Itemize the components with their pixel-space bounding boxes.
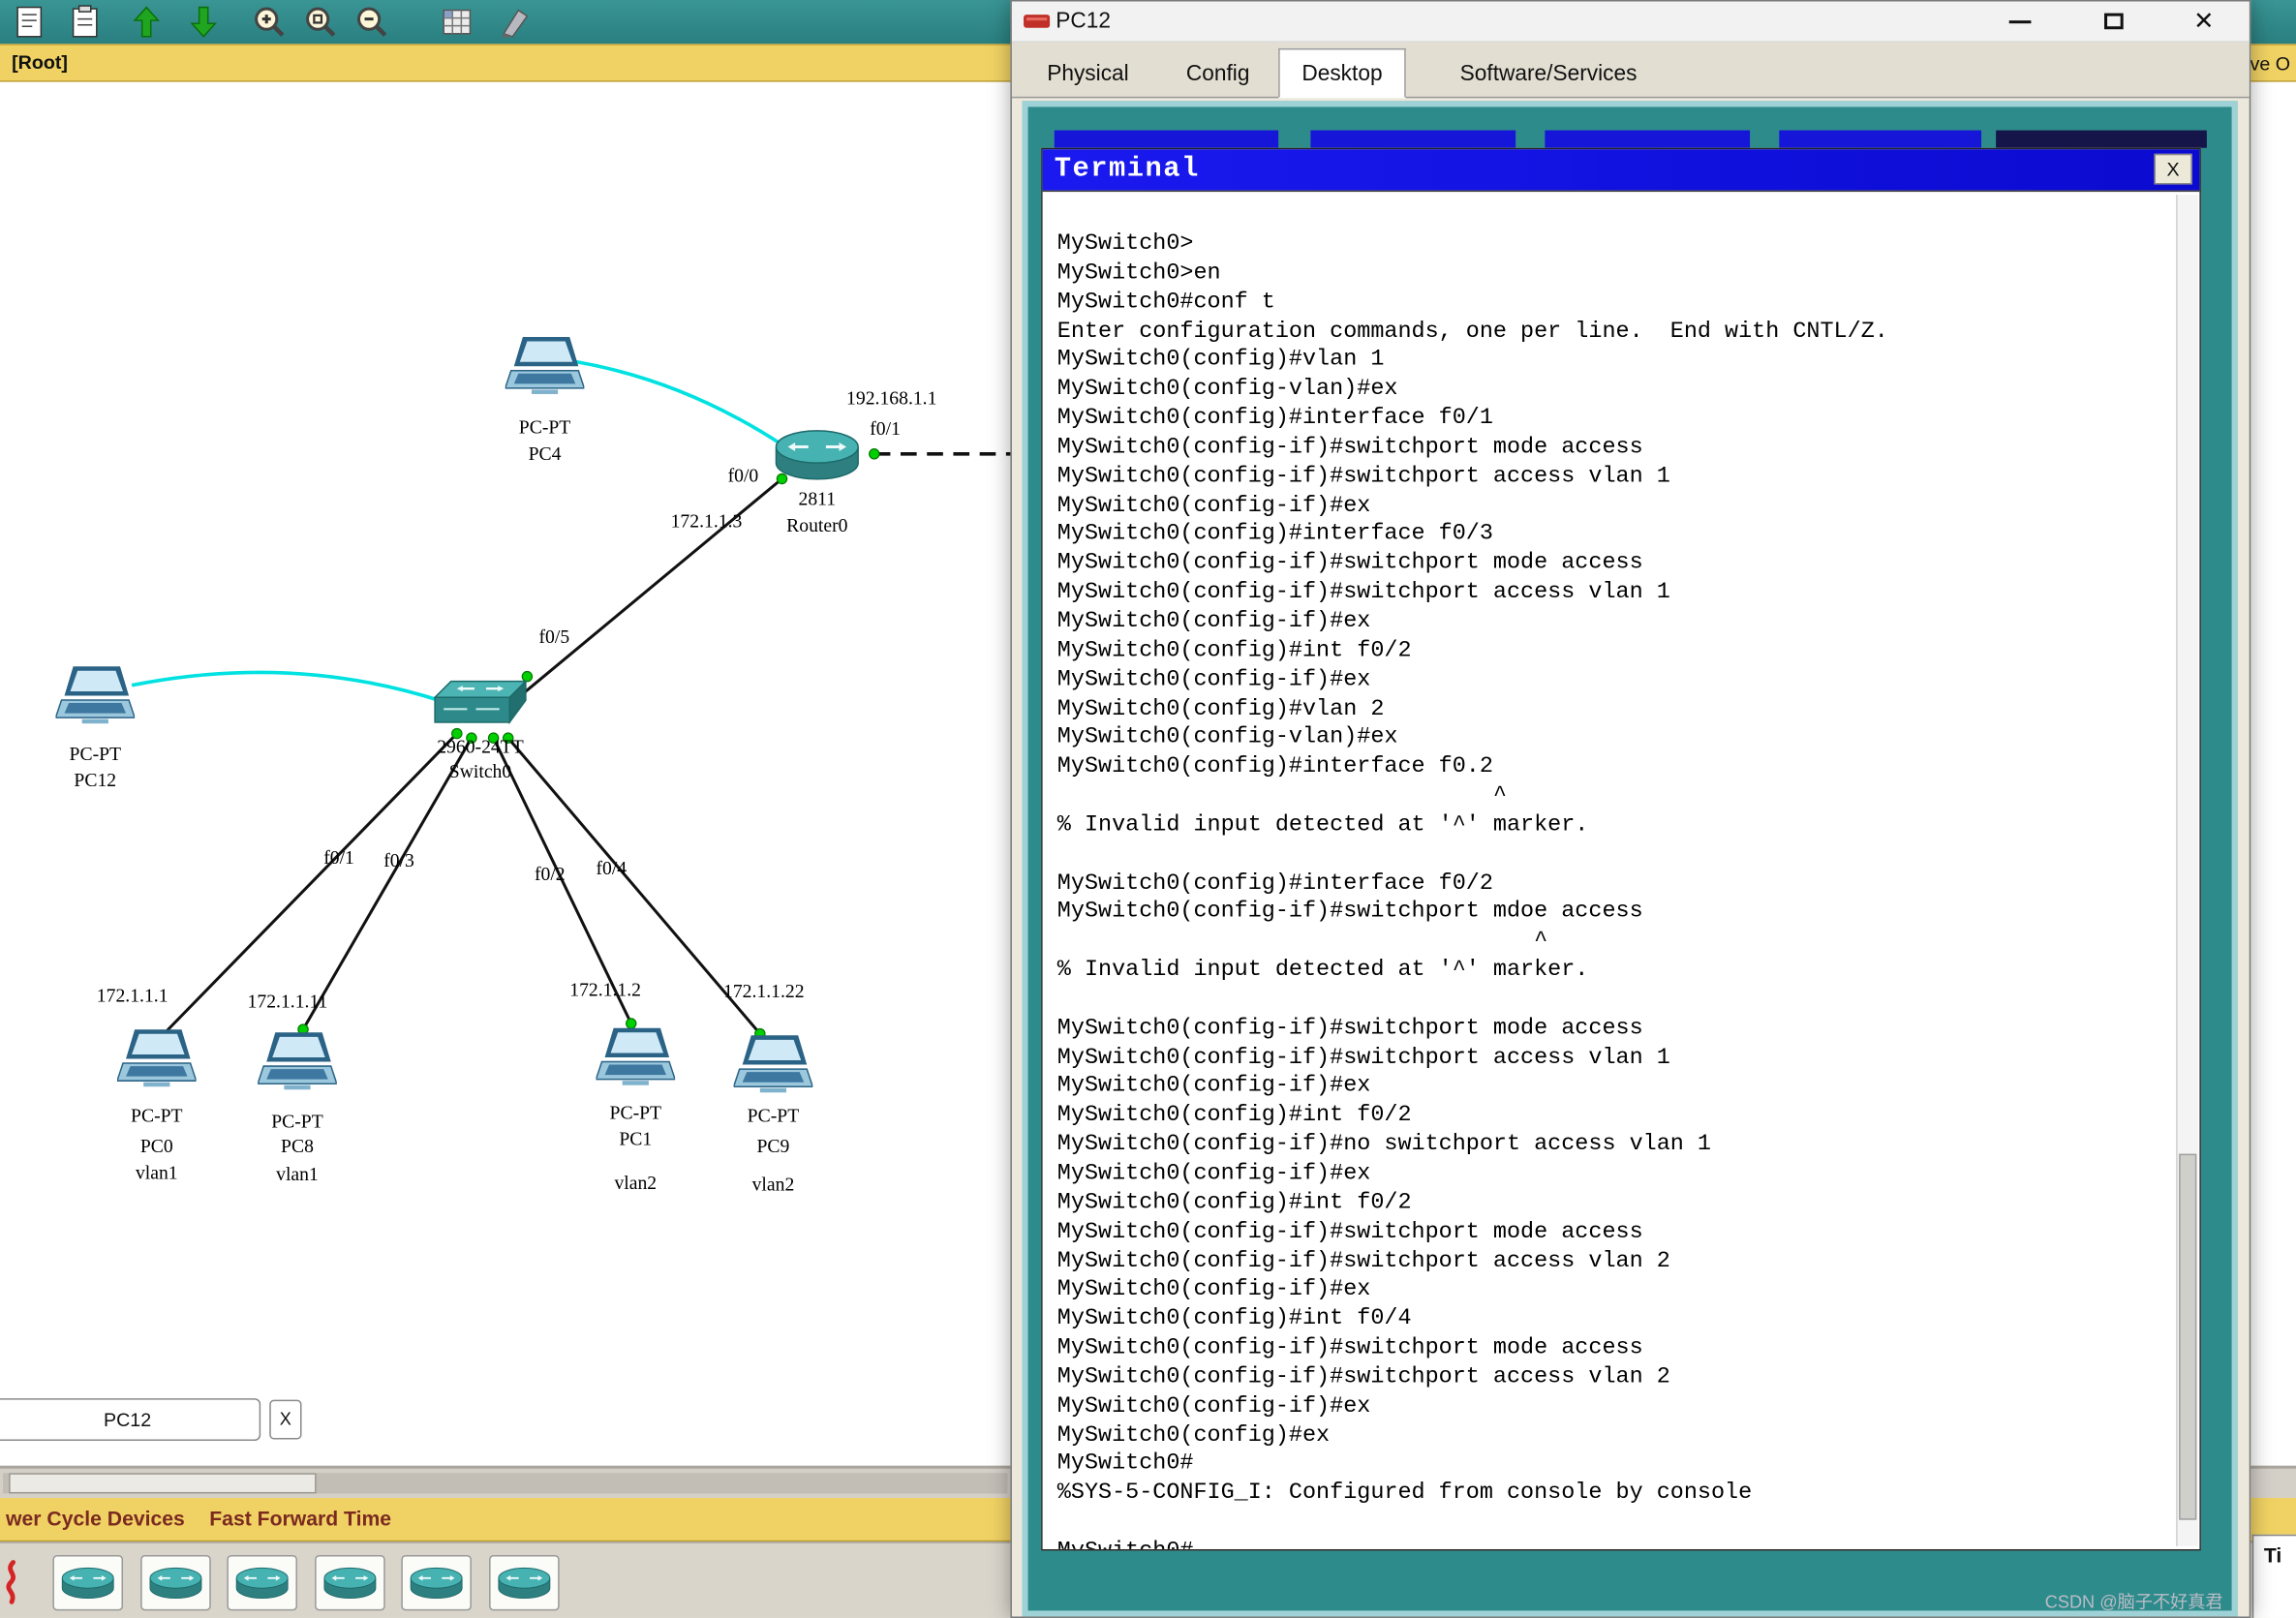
terminal-scrollbar[interactable] <box>2176 195 2198 1546</box>
device-label: PC-PT <box>609 1101 662 1123</box>
yellow-bar-right-text: ve O <box>2250 52 2291 76</box>
terminal-titlebar[interactable]: Terminal X <box>1042 149 2200 191</box>
desktop-app-stub <box>1054 130 1279 148</box>
device-label: PC-PT <box>69 742 122 765</box>
device-label: vlan2 <box>614 1171 658 1194</box>
window-title: PC12 <box>1056 9 1112 34</box>
tab-physical[interactable]: Physical <box>1047 61 1129 87</box>
switch-icon <box>433 680 528 732</box>
device-label: PC8 <box>281 1134 314 1157</box>
zoom-in-icon[interactable] <box>249 3 290 41</box>
device-label: vlan2 <box>751 1173 795 1195</box>
tab-bar: Physical Config Desktop Software/Services <box>1011 42 2250 99</box>
device-label: 2960-24TT <box>437 735 524 757</box>
root-label: [Root] <box>12 50 68 74</box>
tab-desktop[interactable]: Desktop <box>1278 47 1406 99</box>
draw-tool-icon[interactable] <box>495 3 536 41</box>
laptop-icon <box>596 1026 676 1091</box>
device-label: vlan1 <box>276 1162 319 1185</box>
flame-icon <box>0 1558 26 1607</box>
clipboard-icon[interactable] <box>65 3 106 41</box>
corner-panel-text: Ti <box>2263 1542 2282 1568</box>
device-label: vlan1 <box>135 1161 178 1183</box>
palette-router-icon[interactable] <box>488 1554 559 1611</box>
device-label: PC-PT <box>518 415 571 439</box>
device-label: PC9 <box>756 1134 790 1157</box>
tab-software-services[interactable]: Software/Services <box>1459 61 1638 87</box>
device-label: Switch0 <box>448 759 512 782</box>
green-arrow-up-icon[interactable] <box>126 3 167 41</box>
maximize-button[interactable] <box>2081 2 2146 42</box>
terminal-text: MySwitch0> MySwitch0>en MySwitch0#conf t… <box>1056 229 1888 1548</box>
device-label: Router0 <box>786 513 848 536</box>
terminal-output[interactable]: MySwitch0> MySwitch0>en MySwitch0#conf t… <box>1042 190 2200 1549</box>
desktop-app-stub <box>1545 130 1751 148</box>
device-window-icon <box>1024 12 1051 31</box>
minimized-window-close-button[interactable]: X <box>269 1399 302 1440</box>
green-arrow-down-icon[interactable] <box>183 3 224 41</box>
palette-router-icon[interactable] <box>227 1554 297 1611</box>
palette-router-icon[interactable] <box>52 1554 124 1611</box>
palette-router-icon[interactable] <box>401 1554 472 1611</box>
terminal-title: Terminal <box>1054 152 1200 185</box>
scrollbar-thumb[interactable] <box>9 1473 317 1494</box>
device-label: PC-PT <box>131 1104 183 1126</box>
laptop-icon <box>55 665 136 730</box>
laptop-icon <box>505 335 585 400</box>
watermark-text: CSDN @脑子不好真君 <box>2044 1591 2223 1612</box>
minimized-window-title[interactable]: PC12 <box>0 1398 261 1442</box>
grid-palette-icon[interactable] <box>437 3 477 41</box>
device-label: PC12 <box>74 768 117 791</box>
document-icon[interactable] <box>9 3 49 41</box>
pc12-window: PC12 ✕ Physical Config Desktop Software/Ser… <box>1010 0 2251 1618</box>
terminal-close-button[interactable]: X <box>2154 153 2192 185</box>
device-label: PC1 <box>619 1127 653 1150</box>
zoom-out-icon[interactable] <box>352 3 392 41</box>
terminal-window: Terminal X MySwitch0> MySwitch0>en MySwi… <box>1041 147 2201 1551</box>
device-label: 2811 <box>798 487 837 510</box>
fast-forward-time-button[interactable]: Fast Forward Time <box>209 1507 392 1531</box>
device-label: PC-PT <box>271 1110 323 1132</box>
power-cycle-devices-button[interactable]: wer Cycle Devices <box>6 1507 185 1531</box>
laptop-icon <box>258 1031 337 1096</box>
corner-panel: Ti <box>2251 1534 2296 1618</box>
laptop-icon <box>116 1028 197 1093</box>
terminal-scrollbar-thumb[interactable] <box>2179 1154 2197 1519</box>
desktop-content: Terminal X MySwitch0> MySwitch0>en MySwi… <box>1022 101 2238 1617</box>
desktop-app-stub <box>1996 130 2207 148</box>
device-label: PC4 <box>528 442 562 465</box>
palette-router-icon[interactable] <box>314 1554 384 1611</box>
device-label: PC-PT <box>747 1104 800 1126</box>
desktop-app-stub <box>1779 130 1982 148</box>
close-icon[interactable]: ✕ <box>2193 6 2215 35</box>
zoom-reset-icon[interactable] <box>300 3 341 41</box>
router-icon <box>773 426 861 484</box>
desktop-app-stub <box>1310 130 1516 148</box>
tab-config[interactable]: Config <box>1185 61 1250 87</box>
minimize-button[interactable] <box>1987 2 2052 42</box>
palette-router-icon[interactable] <box>139 1554 211 1611</box>
device-label: PC0 <box>139 1134 173 1157</box>
laptop-icon <box>733 1034 813 1099</box>
pc12-titlebar[interactable]: PC12 ✕ <box>1011 1 2250 43</box>
